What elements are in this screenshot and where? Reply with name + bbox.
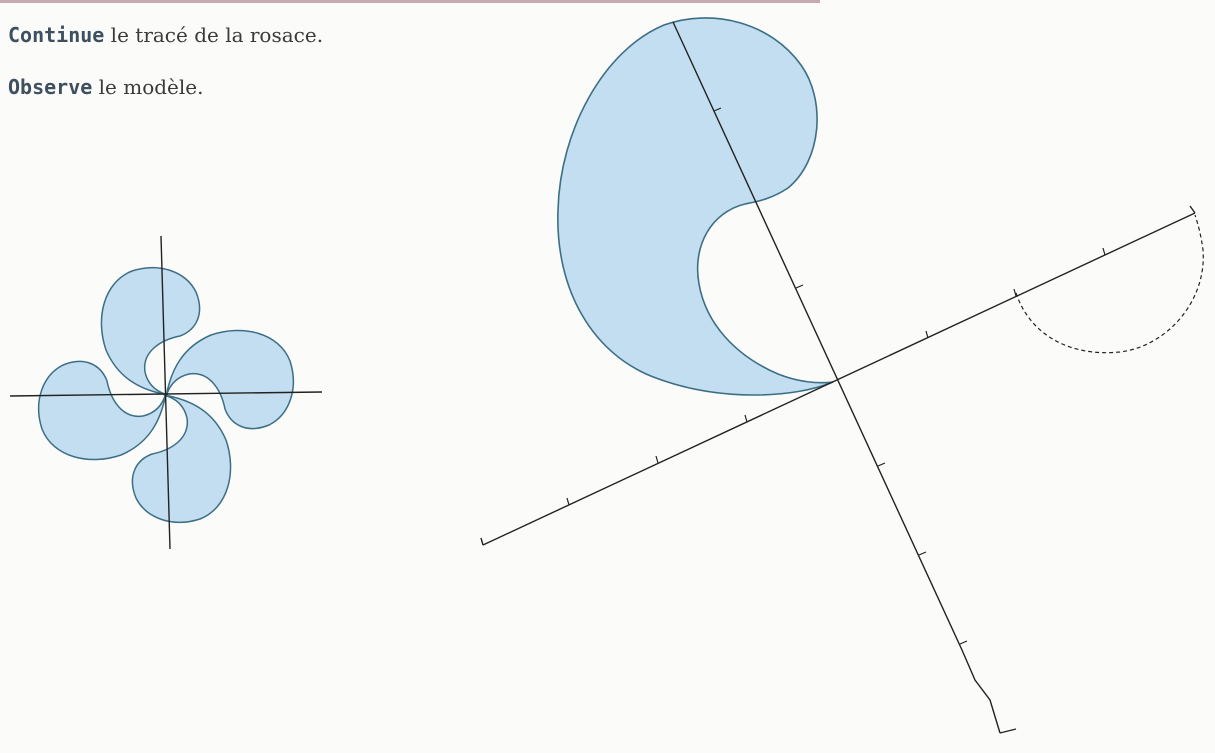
axis-a (482, 212, 1196, 546)
axis-a-ticks (566, 247, 1106, 506)
model-petal-group (37, 266, 295, 524)
instruction-observe: Observe le modèle. (8, 74, 528, 101)
axis-b-tick (877, 462, 886, 467)
instruction-text-observe: le modèle. (92, 75, 204, 99)
large-petal (557, 17, 834, 396)
instruction-verb-continue: Continue (8, 23, 105, 47)
model-rosace (9, 235, 323, 550)
instruction-text-continue: le tracé de la rosace. (104, 23, 324, 47)
axis-a-tick (744, 414, 748, 423)
model-petal-down (131, 394, 232, 524)
axis-b-end-bottom (999, 728, 1017, 734)
instruction-continue: Continue le tracé de la rosace. (8, 22, 528, 49)
instructions: Continue le tracé de la rosace. Observe … (8, 22, 528, 126)
axis-a-tick (1013, 288, 1017, 297)
dashed-semicircle-guide (1015, 214, 1204, 354)
model-petal-left (37, 360, 167, 461)
model-petal-up (100, 266, 201, 396)
axis-b (672, 21, 1001, 734)
axis-b-tick (959, 640, 968, 645)
axis-a-tick (1102, 247, 1106, 256)
axis-a-end-left (480, 537, 484, 546)
model-axis-vertical (160, 235, 171, 550)
axis-b-ticks (713, 107, 968, 645)
axis-a-tick (655, 455, 659, 464)
construction-figure (480, 17, 1204, 734)
axis-b-tick (713, 107, 722, 112)
axis-a-tick (566, 497, 570, 506)
model-petal-right (165, 329, 295, 430)
axis-b-tick (795, 284, 804, 289)
axis-b-tick (918, 551, 927, 556)
axis-a-end-right (1189, 205, 1196, 214)
top-rule (0, 0, 820, 3)
instruction-verb-observe: Observe (8, 75, 93, 99)
axis-a-tick (925, 330, 929, 339)
